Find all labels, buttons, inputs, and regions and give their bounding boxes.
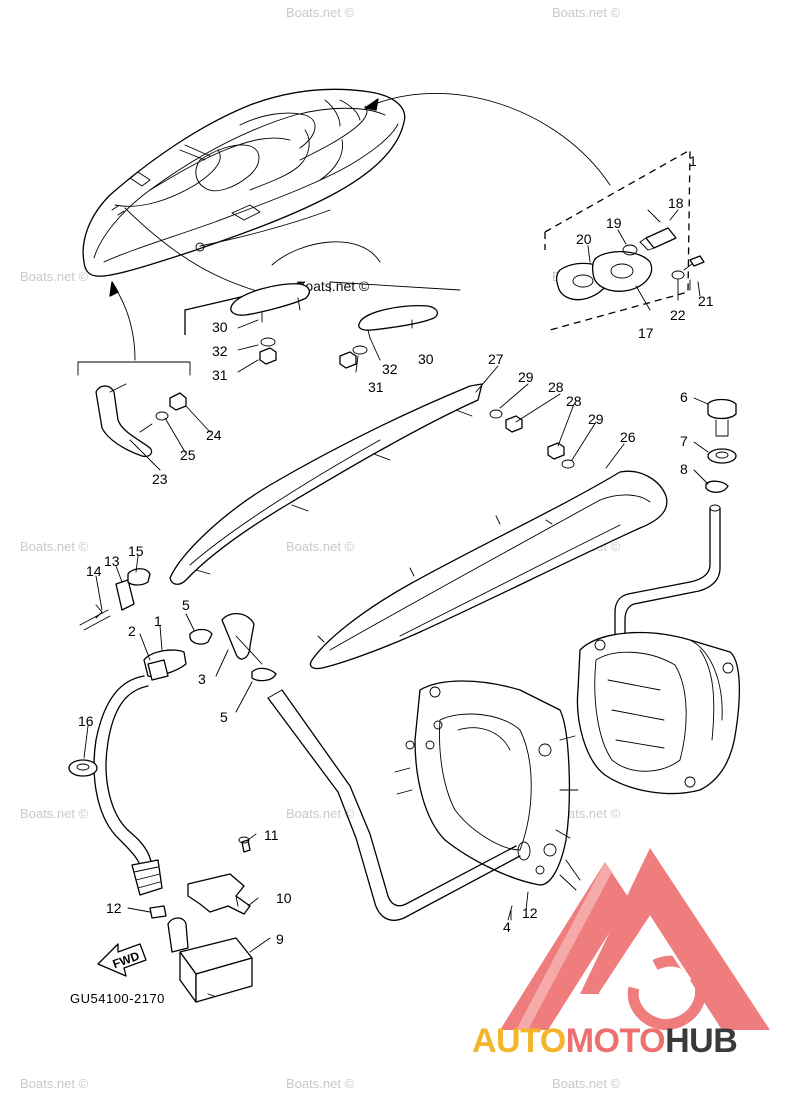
callout-number: 21 xyxy=(698,293,714,309)
rub-rail-27 xyxy=(169,383,523,585)
callout-number: 29 xyxy=(518,369,534,385)
hose-16-group xyxy=(68,613,277,896)
callout-number: 5 xyxy=(220,709,228,725)
rear-handle-group xyxy=(77,361,191,458)
drain-plug-group xyxy=(544,148,705,331)
callout-number: 9 xyxy=(276,931,284,947)
callout-number: 7 xyxy=(680,433,688,449)
callout-number: 14 xyxy=(86,563,102,579)
callout-labels: 1 18 19 20 21 22 17 30 32 31 30 32 31 24… xyxy=(78,153,714,947)
callout-number: 23 xyxy=(152,471,168,487)
watermark-text: Boats.net © xyxy=(20,539,89,554)
callout-number: 15 xyxy=(128,543,144,559)
callout-number: 32 xyxy=(382,361,398,377)
watermark-text: Boats.net © xyxy=(286,5,355,20)
callout-number: 16 xyxy=(78,713,94,729)
callout-number: 22 xyxy=(670,307,686,323)
watermark-text: Boats.net © xyxy=(20,269,89,284)
callout-number: 13 xyxy=(104,553,120,569)
intake-duct xyxy=(394,680,581,891)
watercraft-hull-illustration xyxy=(82,88,406,277)
callout-number: 17 xyxy=(638,325,654,341)
callout-number: 1 xyxy=(689,153,697,169)
water-box-group xyxy=(149,836,253,1003)
logo-word-hub: HUB xyxy=(665,1022,737,1060)
watermark-text: Boats.net © xyxy=(286,806,355,821)
callout-number: 12 xyxy=(522,905,538,921)
logo-wordmark: AUTOMOTOHUB xyxy=(472,1022,737,1060)
automotohub-logo: AUTOMOTOHUB xyxy=(472,848,770,1060)
logo-triangle-mark xyxy=(500,848,770,1031)
clip-group xyxy=(79,568,151,631)
forward-direction-arrow: FWD xyxy=(97,943,147,977)
watermark-text: Boats.net © xyxy=(552,5,621,20)
pump-housing xyxy=(576,632,741,795)
callout-number: 20 xyxy=(576,231,592,247)
part-code-label: GU54100-2170 xyxy=(70,991,165,1006)
logo-word-moto: MOTO xyxy=(566,1022,665,1060)
callout-number: 2 xyxy=(128,623,136,639)
callout-number: 28 xyxy=(548,379,564,395)
callout-number: 30 xyxy=(212,319,228,335)
callout-number: 31 xyxy=(368,379,384,395)
logo-word-auto: AUTO xyxy=(472,1022,566,1060)
callout-number: 28 xyxy=(566,393,582,409)
callout-number: 10 xyxy=(276,890,292,906)
leader-lines xyxy=(109,93,611,361)
callout-number: 12 xyxy=(106,900,122,916)
hose-4 xyxy=(267,689,531,921)
vent-cap-group xyxy=(705,398,737,493)
callout-number: 11 xyxy=(264,827,279,843)
rub-rail-26 xyxy=(309,442,668,670)
callout-number: 24 xyxy=(206,427,222,443)
callout-number: 5 xyxy=(182,597,190,613)
callout-number: 18 xyxy=(668,195,684,211)
callout-number: 26 xyxy=(620,429,636,445)
watermark-text: Boats.net © xyxy=(20,1076,89,1091)
callout-number: 3 xyxy=(198,671,206,687)
watermark-text: Boats.net © xyxy=(286,539,355,554)
callout-number: 27 xyxy=(488,351,504,367)
callout-number: 1 xyxy=(154,613,162,629)
watermark-text: Boats.net © xyxy=(286,1076,355,1091)
watermark-text: Boats.net © xyxy=(20,806,89,821)
callout-number: 4 xyxy=(503,919,511,935)
callout-number: 8 xyxy=(680,461,688,477)
callout-number: 25 xyxy=(180,447,196,463)
callout-number: 31 xyxy=(212,367,228,383)
grab-handle-group xyxy=(184,281,461,369)
callout-number: 30 xyxy=(418,351,434,367)
vent-hose xyxy=(614,504,721,651)
watermark-text: Boats.net © xyxy=(552,1076,621,1091)
callout-number: 32 xyxy=(212,343,228,359)
callout-number: 6 xyxy=(680,389,688,405)
watermark-inline: Boats.net © xyxy=(296,278,370,294)
callout-leaders xyxy=(83,209,709,953)
callout-number: 29 xyxy=(588,411,604,427)
callout-number: 19 xyxy=(606,215,622,231)
